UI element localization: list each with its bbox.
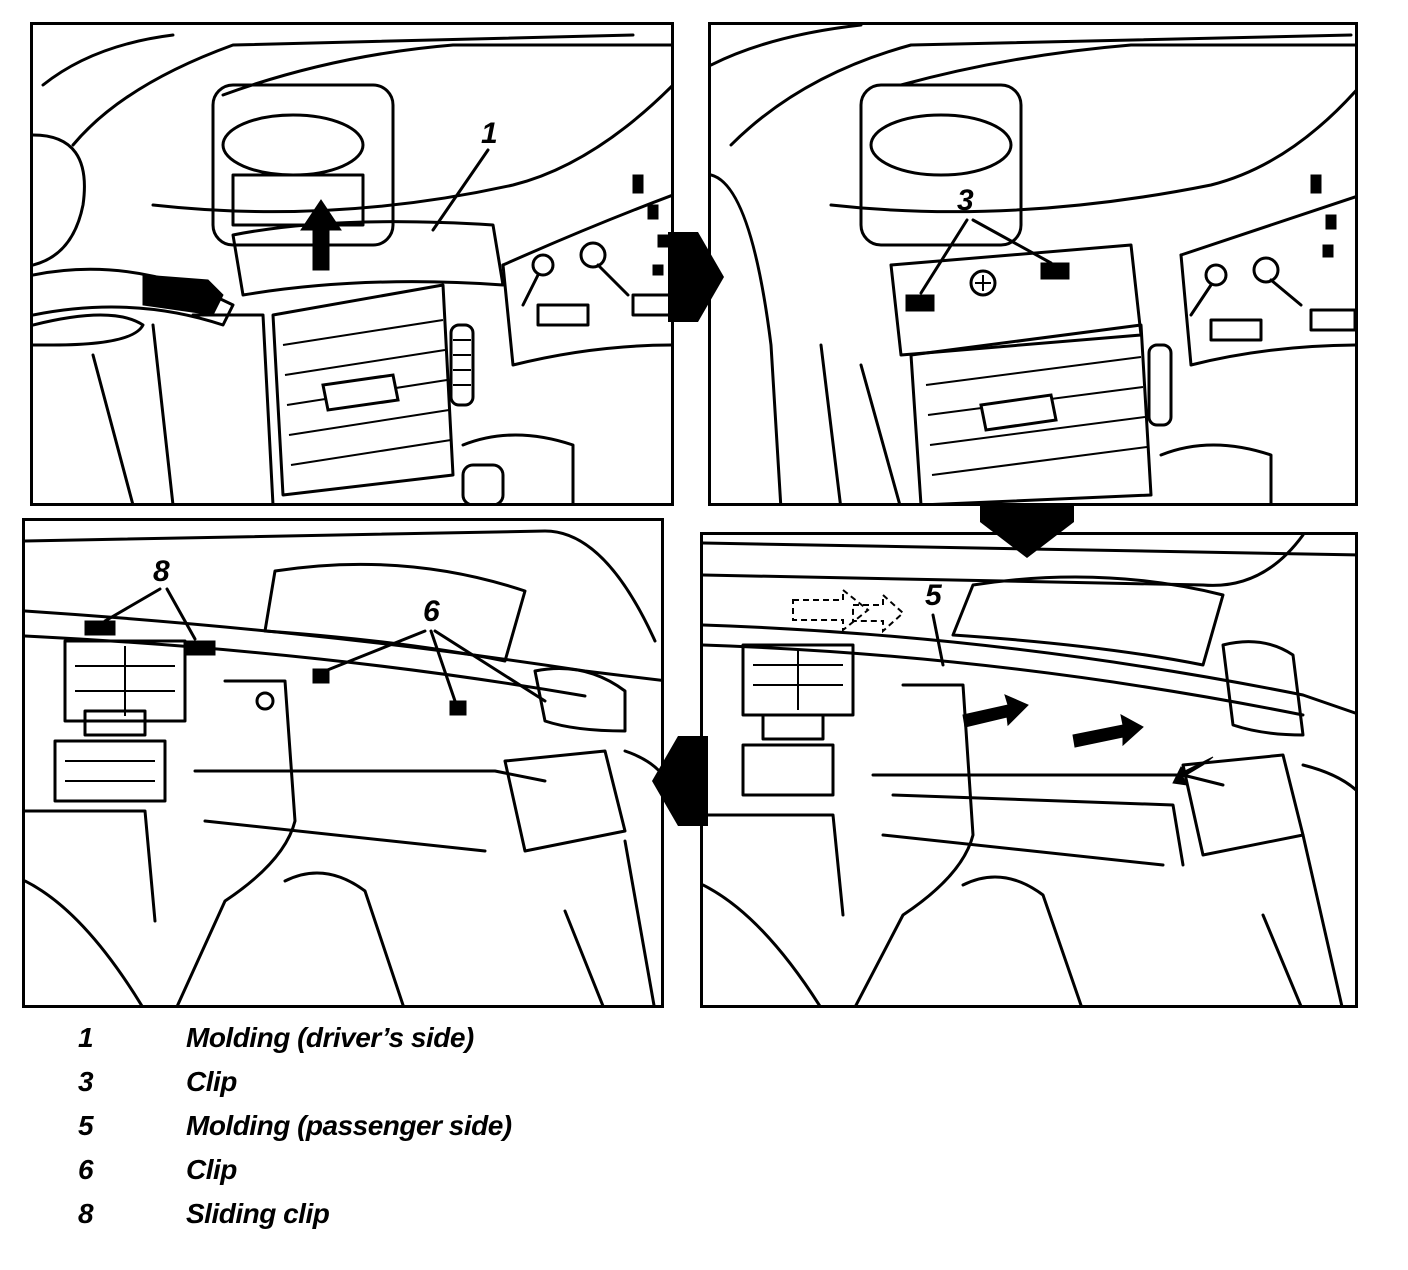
legend: 1 Molding (driver’s side) 3 Clip 5 Moldi… — [60, 1022, 760, 1242]
legend-item: 6 Clip — [60, 1154, 760, 1198]
callout-8: 8 — [153, 555, 170, 588]
callout-6: 6 — [423, 595, 440, 628]
step-1-illustration: 1 — [33, 33, 671, 503]
legend-number: 1 — [78, 1022, 94, 1053]
panel-step-4: 8 6 — [22, 518, 664, 1008]
panel-step-3: 5 — [700, 532, 1358, 1008]
legend-label: Molding (driver’s side) — [186, 1022, 474, 1053]
legend-number: 6 — [78, 1154, 94, 1185]
step-4-illustration: 8 6 — [25, 529, 661, 1005]
callout-5: 5 — [925, 579, 943, 612]
legend-number: 5 — [78, 1110, 94, 1141]
legend-item: 5 Molding (passenger side) — [60, 1110, 760, 1154]
callout-1: 1 — [481, 117, 498, 150]
flow-arrow-left — [652, 736, 708, 826]
step-3-illustration: 5 — [703, 535, 1355, 1005]
callout-3: 3 — [957, 184, 974, 217]
legend-number: 8 — [78, 1198, 94, 1229]
panel-step-2: 3 — [708, 22, 1358, 506]
legend-item: 8 Sliding clip — [60, 1198, 760, 1242]
legend-label: Molding (passenger side) — [186, 1110, 512, 1141]
legend-item: 1 Molding (driver’s side) — [60, 1022, 760, 1066]
legend-label: Sliding clip — [186, 1198, 330, 1229]
flow-arrow-down — [980, 504, 1074, 558]
legend-item: 3 Clip — [60, 1066, 760, 1110]
legend-label: Clip — [186, 1154, 237, 1185]
legend-label: Clip — [186, 1066, 237, 1097]
flow-arrow-right — [668, 232, 724, 322]
step-2-illustration: 3 — [711, 25, 1355, 503]
legend-number: 3 — [78, 1066, 94, 1097]
panel-step-1: 1 — [30, 22, 674, 506]
